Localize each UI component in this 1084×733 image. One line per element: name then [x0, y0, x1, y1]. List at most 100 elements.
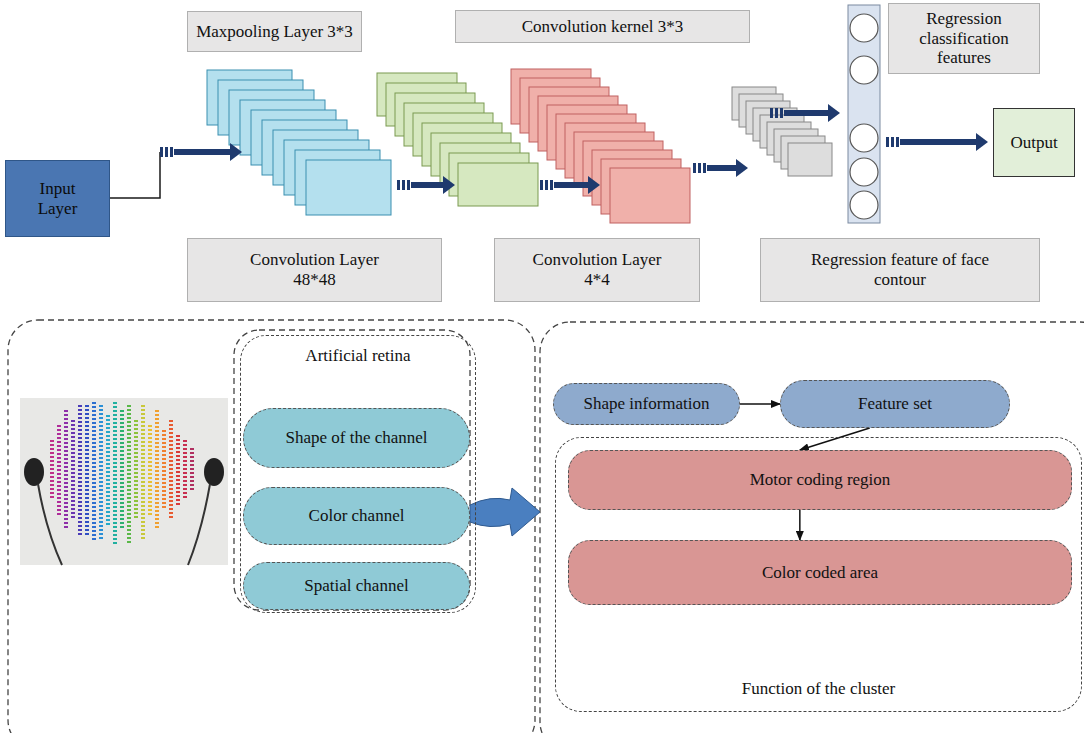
node-label: Convolution kernel 3*3	[522, 17, 683, 37]
flow-arrow	[545, 180, 548, 190]
layer-label-box: Convolution kernel 3*3	[455, 10, 750, 43]
flow-arrow	[165, 147, 168, 157]
region-outline	[234, 330, 470, 610]
flow-arrow	[160, 147, 163, 157]
neuron-column	[850, 56, 878, 84]
info-pill: Shape information	[553, 383, 740, 425]
coding-box: Color coded area	[568, 540, 1072, 605]
retina-group: Artificial retinaShape of the channelCol…	[240, 335, 476, 613]
flow-arrow	[770, 104, 840, 122]
flow-arrow	[550, 180, 553, 190]
sound-picture	[92, 402, 96, 540]
node-label: Output	[1010, 133, 1057, 153]
sound-picture	[183, 440, 187, 500]
node-label: Convolution Layer 48*48	[240, 250, 390, 289]
sound-picture	[38, 484, 62, 565]
node-label: Color coded area	[762, 563, 878, 583]
cluster-group: Function of the cluster Motor coding regi…	[555, 437, 1082, 712]
channel-pill: Color channel	[243, 487, 470, 545]
region-outline	[8, 320, 535, 733]
flow-arrow	[397, 176, 455, 194]
neuron-column	[850, 191, 878, 219]
node-label: Regression feature of face contour	[800, 250, 1000, 289]
sound-picture	[176, 435, 180, 505]
sound-picture	[52, 402, 192, 545]
flow-arrow	[160, 143, 242, 161]
flow-arrow	[397, 180, 400, 190]
region-outline	[8, 320, 1084, 733]
text-block: Output	[1010, 133, 1057, 153]
sound-picture	[188, 484, 210, 565]
channel-pill: Shape of the channel	[243, 408, 470, 468]
flow-arrow	[900, 139, 978, 145]
node-label: Input Layer	[28, 179, 88, 218]
node-label: Maxpooling Layer 3*3	[196, 22, 353, 42]
text-block: Color coded area	[762, 563, 878, 583]
flow-arrow	[707, 165, 738, 171]
channel-arrow	[470, 488, 540, 536]
input-connector	[110, 152, 160, 198]
node-label: Color channel	[309, 506, 405, 526]
text-block: Convolution kernel 3*3	[522, 17, 683, 37]
feature-map-stack	[610, 168, 690, 223]
neuron-column	[848, 5, 880, 223]
flow-arrow	[886, 133, 988, 151]
feature-map-stack	[458, 163, 538, 206]
flow-arrow	[784, 110, 830, 116]
sound-picture	[20, 398, 228, 565]
coding-box: Motor coding region	[568, 450, 1072, 510]
neuron-column	[850, 14, 878, 42]
flow-arrow	[407, 180, 410, 190]
sound-picture	[204, 458, 224, 486]
feature-map-stack	[207, 70, 391, 215]
text-block: Convolution Layer 4*4	[527, 250, 667, 289]
sound-picture	[85, 405, 89, 535]
text-block: Regression feature of face contour	[800, 250, 1000, 289]
text-block: Shape information	[583, 394, 709, 414]
sound-picture	[78, 405, 82, 535]
sound-picture	[99, 405, 103, 540]
node-label: Function of the cluster	[742, 679, 895, 699]
flow-arrow	[828, 104, 840, 122]
sound-picture	[71, 420, 75, 520]
neuron-column	[850, 158, 878, 186]
node-label: Shape information	[583, 394, 709, 414]
flow-arrow	[703, 163, 706, 173]
sound-picture	[57, 425, 61, 515]
sound-picture	[24, 458, 44, 486]
info-pill: Feature set	[780, 380, 1010, 428]
layer-label-box: Regression feature of face contour	[760, 238, 1040, 302]
flow-arrow	[174, 149, 232, 155]
node-label: Feature set	[858, 394, 932, 414]
flow-arrow	[540, 176, 600, 194]
flow-arrow	[770, 108, 773, 118]
feature-map-stack	[788, 143, 832, 176]
input-connector	[110, 152, 160, 198]
text-block: Convolution Layer 48*48	[240, 250, 390, 289]
text-block: Maxpooling Layer 3*3	[196, 22, 353, 42]
flow-arrow	[775, 108, 778, 118]
output-box: Output	[993, 108, 1075, 177]
text-block: Color channel	[309, 506, 405, 526]
text-block: Motor coding region	[750, 470, 891, 490]
flow-arrow	[693, 163, 696, 173]
text-block: Spatial channel	[304, 576, 408, 596]
flow-arrow	[443, 176, 455, 194]
text-block: Shape of the channel	[285, 428, 427, 448]
sound-picture	[64, 410, 68, 530]
sound-picture	[162, 430, 166, 510]
feature-map-stack	[732, 87, 832, 176]
feature-map-stack	[306, 160, 391, 215]
sound-picture	[127, 405, 131, 545]
flow-arrow	[540, 180, 543, 190]
text-block: Regression classification features	[897, 9, 1031, 68]
feature-map-stack	[511, 69, 690, 223]
channel-pill: Spatial channel	[243, 562, 470, 610]
sound-picture	[169, 420, 173, 520]
flow-arrow	[780, 108, 783, 118]
node-label: Regression classification features	[897, 9, 1031, 68]
flow-arrow	[896, 137, 899, 147]
